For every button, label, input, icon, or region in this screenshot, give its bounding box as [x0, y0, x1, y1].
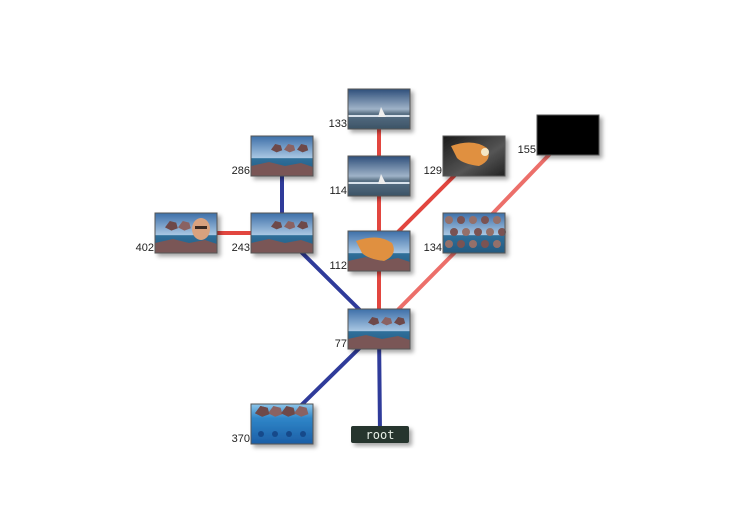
- thumbnail-background: [348, 156, 410, 196]
- node-286[interactable]: 286: [232, 135, 314, 177]
- rock-shore: [155, 239, 217, 253]
- hand-shape: [451, 142, 489, 166]
- rock-blob: [450, 228, 458, 236]
- rock-shore: [251, 162, 313, 176]
- water-bubble: [272, 431, 278, 437]
- node-402-label: 402: [136, 242, 154, 254]
- node-155-thumbnail[interactable]: [536, 114, 600, 156]
- node-155[interactable]: 155: [518, 114, 600, 156]
- node-286-label: 286: [232, 165, 250, 177]
- small-figure: [378, 107, 386, 117]
- thumbnail-frame: [250, 403, 314, 445]
- thumbnail-background: [348, 89, 410, 129]
- water-bubble: [258, 431, 264, 437]
- rock-blob: [481, 240, 489, 248]
- node-134-label: 134: [424, 242, 442, 254]
- rock-blob: [498, 228, 506, 236]
- rock-shape: [178, 221, 191, 231]
- node-77[interactable]: 77: [335, 308, 411, 350]
- thumbnail-frame: [347, 230, 411, 272]
- rock-shape: [268, 406, 283, 417]
- node-134[interactable]: 134: [424, 212, 506, 254]
- node-114-label: 114: [329, 185, 347, 197]
- node-77-thumbnail[interactable]: [347, 308, 411, 350]
- rock-blob: [462, 228, 470, 236]
- thumbnail-frame: [250, 135, 314, 177]
- rock-blob: [474, 228, 482, 236]
- rock-shape: [255, 406, 270, 417]
- rock-shape: [271, 144, 283, 153]
- thumbnail-frame: [250, 212, 314, 254]
- node-243-thumbnail[interactable]: [250, 212, 314, 254]
- thumbnail-frame: [442, 212, 506, 254]
- rock-shape: [165, 221, 178, 231]
- thumbnail-frame: [347, 155, 411, 197]
- node-155-label: 155: [518, 144, 536, 156]
- rock-blob: [469, 240, 477, 248]
- water-bubble: [286, 431, 292, 437]
- root-node-box[interactable]: [351, 426, 409, 443]
- rock-shore: [348, 335, 410, 349]
- rock-blob: [486, 228, 494, 236]
- rock-shape: [271, 221, 283, 230]
- rock-blob: [457, 216, 465, 224]
- thumbnail-frame: [442, 135, 506, 177]
- rock-blob: [493, 216, 501, 224]
- node-402[interactable]: 402: [136, 212, 218, 254]
- rock-blob: [469, 216, 477, 224]
- rock-shape: [294, 406, 309, 417]
- face-eyes: [195, 226, 207, 229]
- node-402-thumbnail[interactable]: [154, 212, 218, 254]
- rock-shape: [281, 406, 296, 417]
- root-node-label: root: [366, 428, 395, 442]
- node-129-label: 129: [424, 165, 442, 177]
- node-133-label: 133: [329, 118, 347, 130]
- node-112[interactable]: 112: [329, 230, 411, 272]
- light-spot: [481, 148, 489, 156]
- rock-shape: [394, 317, 406, 326]
- node-77-label: 77: [335, 338, 347, 350]
- node-370[interactable]: 370: [232, 403, 314, 445]
- rock-blob: [457, 240, 465, 248]
- thumbnail-frame: [536, 114, 600, 156]
- small-figure: [378, 174, 386, 184]
- node-243-label: 243: [232, 242, 250, 254]
- node-112-label: 112: [329, 260, 347, 272]
- thumbnail-frame: [347, 88, 411, 130]
- node-370-label: 370: [232, 433, 250, 445]
- hand-shape: [356, 237, 394, 261]
- root-node[interactable]: root: [351, 426, 409, 443]
- node-129[interactable]: 129: [424, 135, 506, 177]
- water-bubble: [300, 431, 306, 437]
- thumbnail-frame: [154, 212, 218, 254]
- rock-shore: [348, 257, 410, 271]
- node-133-thumbnail[interactable]: [347, 88, 411, 130]
- thumbnail-background: [537, 115, 599, 155]
- rock-shape: [368, 317, 380, 326]
- rock-shape: [284, 144, 296, 153]
- rock-blob: [493, 240, 501, 248]
- node-286-thumbnail[interactable]: [250, 135, 314, 177]
- nodes-layer: 77 370 243 286 402 112 114 133 129 134 155: [136, 88, 600, 445]
- node-112-thumbnail[interactable]: [347, 230, 411, 272]
- node-114[interactable]: 114: [329, 155, 411, 197]
- rock-blob: [445, 240, 453, 248]
- rock-shape: [284, 221, 296, 230]
- node-243[interactable]: 243: [232, 212, 314, 254]
- rock-shape: [297, 144, 309, 153]
- rock-blob: [481, 216, 489, 224]
- rock-shore: [251, 239, 313, 253]
- rock-shape: [297, 221, 309, 230]
- node-133[interactable]: 133: [329, 88, 411, 130]
- node-114-thumbnail[interactable]: [347, 155, 411, 197]
- node-129-thumbnail[interactable]: [442, 135, 506, 177]
- rock-blob: [445, 216, 453, 224]
- rock-shape: [381, 317, 393, 326]
- thumbnail-frame: [347, 308, 411, 350]
- node-370-thumbnail[interactable]: [250, 403, 314, 445]
- node-134-thumbnail[interactable]: [442, 212, 506, 254]
